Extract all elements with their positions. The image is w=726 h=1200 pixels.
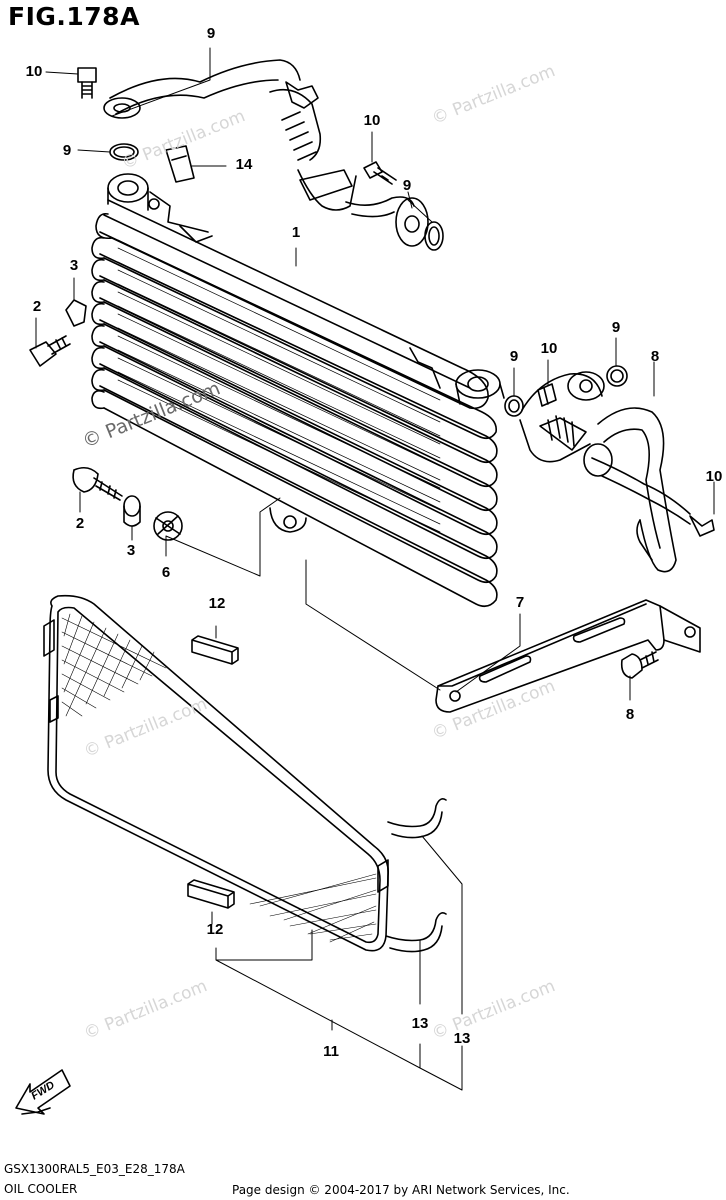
callout-14[interactable]: 14 (235, 156, 253, 173)
oil-cooler-core (91, 173, 505, 608)
callout-13[interactable]: 13 (411, 1015, 429, 1032)
callout-1[interactable]: 1 (291, 224, 301, 241)
callout-9[interactable]: 9 (611, 319, 621, 336)
fwd-arrow (15, 1069, 71, 1115)
oil-hose-right (519, 371, 691, 573)
callout-4[interactable]: 6 (161, 564, 171, 581)
callout-3[interactable]: 3 (69, 257, 79, 274)
callout-13[interactable]: 13 (453, 1030, 471, 1047)
model-code: GSX1300RAL5_E03_E28_178A (4, 1162, 185, 1176)
callout-2[interactable]: 2 (75, 515, 85, 532)
cooler-guard (43, 594, 447, 953)
callout-11[interactable]: 11 (323, 1043, 339, 1060)
callout-12[interactable]: 12 (206, 921, 224, 938)
callout-5[interactable]: 7 (515, 594, 525, 611)
callout-10[interactable]: 10 (705, 468, 723, 485)
callout-3[interactable]: 3 (126, 542, 136, 559)
callout-2[interactable]: 2 (32, 298, 42, 315)
oil-hose-upper (103, 59, 429, 247)
fasteners (29, 67, 715, 679)
leader-lines (35, 47, 715, 1091)
callout-8[interactable]: 8 (650, 348, 660, 365)
section-name: OIL COOLER (4, 1182, 78, 1196)
mounting-bracket (435, 599, 701, 713)
callout-10[interactable]: 10 (540, 340, 558, 357)
callout-9[interactable]: 9 (509, 348, 519, 365)
callout-9[interactable]: 9 (62, 142, 72, 159)
callout-12[interactable]: 12 (208, 595, 226, 612)
figure-title: FIG.178A (8, 2, 140, 31)
callout-6[interactable]: 8 (625, 706, 635, 723)
callout-9[interactable]: 9 (402, 177, 412, 194)
callout-7[interactable]: 9 (206, 25, 216, 42)
callout-10[interactable]: 10 (363, 112, 381, 129)
copyright-credit: Page design © 2004-2017 by ARI Network S… (232, 1183, 570, 1197)
callout-10[interactable]: 10 (25, 63, 43, 80)
